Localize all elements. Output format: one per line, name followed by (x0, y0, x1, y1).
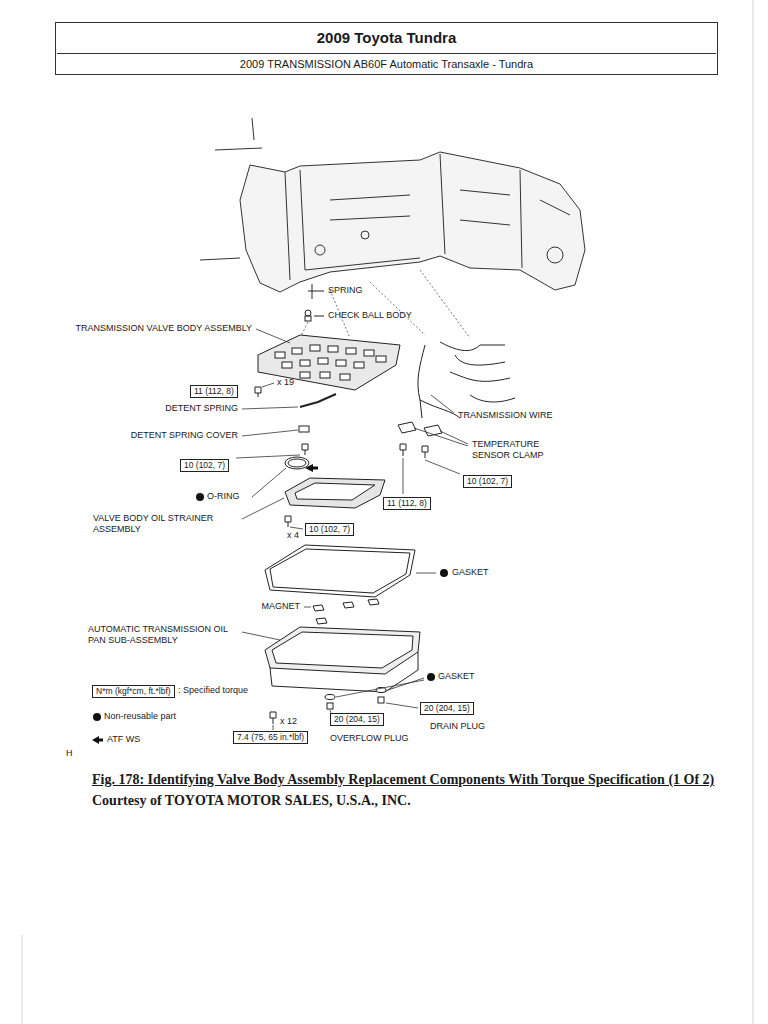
torque-value: N*m (kgf*cm, ft.*lbf) (96, 686, 171, 697)
header-box: 2009 Toyota Tundra 2009 TRANSMISSION AB60… (55, 22, 718, 75)
valve-body (258, 335, 400, 390)
torque-value: 11 (112, 8) (194, 386, 234, 397)
detent-parts (285, 394, 336, 469)
figure-code: H (66, 748, 73, 759)
part-label: VALVE BODY OIL STRAINER ASSEMBLY (93, 513, 238, 535)
non-reusable-dot (427, 673, 435, 681)
part-label: AUTOMATIC TRANSMISSION OIL PAN SUB-ASSEM… (88, 624, 238, 646)
page-subtitle: 2009 TRANSMISSION AB60F Automatic Transa… (57, 54, 716, 74)
part-label: GASKET (452, 567, 489, 578)
legend-text: : Specified torque (178, 685, 248, 696)
part-label: DETENT SPRING (165, 403, 238, 414)
legend-text: Non-reusable part (104, 711, 176, 722)
non-reusable-dot (440, 569, 448, 577)
torque-spec-box: 10 (102, 7) (180, 459, 229, 472)
torque-value: 10 (102, 7) (184, 460, 225, 471)
torque-spec-box: 10 (102, 7) (463, 475, 512, 488)
atf-arrow (305, 464, 318, 472)
part-label: DRAIN PLUG (430, 721, 485, 732)
scan-edge (22, 0, 753, 1024)
symbols (92, 464, 448, 744)
spring-check-ball (305, 284, 324, 321)
oil-strainer (285, 478, 385, 508)
torque-value: 20 (204, 15) (334, 714, 380, 725)
credit-line: Courtesy of TOYOTA MOTOR SALES, U.S.A., … (92, 792, 411, 809)
leader-lines (236, 329, 468, 730)
torque-spec-box: 11 (112, 8) (383, 497, 431, 510)
quantity: x 12 (280, 716, 297, 727)
transmission-wire (398, 342, 515, 436)
plugs (325, 688, 386, 710)
torque-value: 10 (102, 7) (309, 524, 350, 535)
oil-pan (265, 627, 420, 692)
part-label: OVERFLOW PLUG (330, 733, 409, 744)
part-label: MAGNET (261, 601, 300, 612)
part-label: GASKET (438, 671, 475, 682)
part-label: TRANSMISSION WIRE (458, 410, 553, 421)
quantity: x 4 (287, 530, 299, 541)
part-label: CHECK BALL BODY (328, 310, 412, 321)
part-label: DETENT SPRING COVER (131, 430, 238, 441)
torque-spec-box: 10 (102, 7) (305, 523, 354, 536)
non-reusable-dot (196, 493, 204, 501)
torque-legend-box: N*m (kgf*cm, ft.*lbf) (92, 685, 175, 698)
figure-caption: Fig. 178: Identifying Valve Body Assembl… (92, 771, 732, 788)
legend-arrow (92, 736, 103, 744)
part-label: SPRING (328, 285, 363, 296)
alignment-lines (300, 270, 470, 338)
torque-spec-box: 11 (112, 8) (190, 385, 238, 398)
subtitle-box: 2009 TRANSMISSION AB60F Automatic Transa… (57, 53, 716, 74)
torque-value: 10 (102, 7) (467, 476, 508, 487)
pan-gasket (265, 545, 415, 597)
magnets (313, 599, 379, 624)
legend-text: ATF WS (107, 734, 140, 745)
transmission-case (200, 118, 585, 292)
torque-spec-box: 20 (204, 15) (330, 713, 384, 726)
torque-value: 20 (204, 15) (424, 703, 470, 714)
bolts (255, 387, 428, 724)
quantity: x 19 (277, 377, 294, 388)
torque-spec-box: 7.4 (75, 65 in.*lbf) (233, 731, 308, 744)
part-label: TEMPERATURE SENSOR CLAMP (472, 439, 550, 461)
torque-value: 11 (112, 8) (387, 498, 427, 509)
part-label: O-RING (207, 491, 240, 502)
torque-spec-box: 20 (204, 15) (420, 702, 474, 715)
part-label: TRANSMISSION VALVE BODY ASSEMBLY (76, 323, 252, 334)
torque-value: 7.4 (75, 65 in.*lbf) (237, 732, 304, 743)
legend-dot (93, 713, 101, 721)
page-title: 2009 Toyota Tundra (56, 23, 717, 47)
